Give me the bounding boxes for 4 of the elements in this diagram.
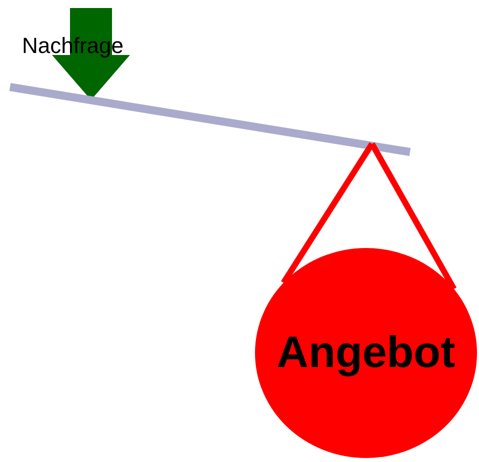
hanging-line: [280, 142, 375, 284]
weight-label: Angebot: [276, 328, 456, 378]
hanging-line: [369, 142, 457, 290]
lever-bar: [9, 83, 411, 156]
